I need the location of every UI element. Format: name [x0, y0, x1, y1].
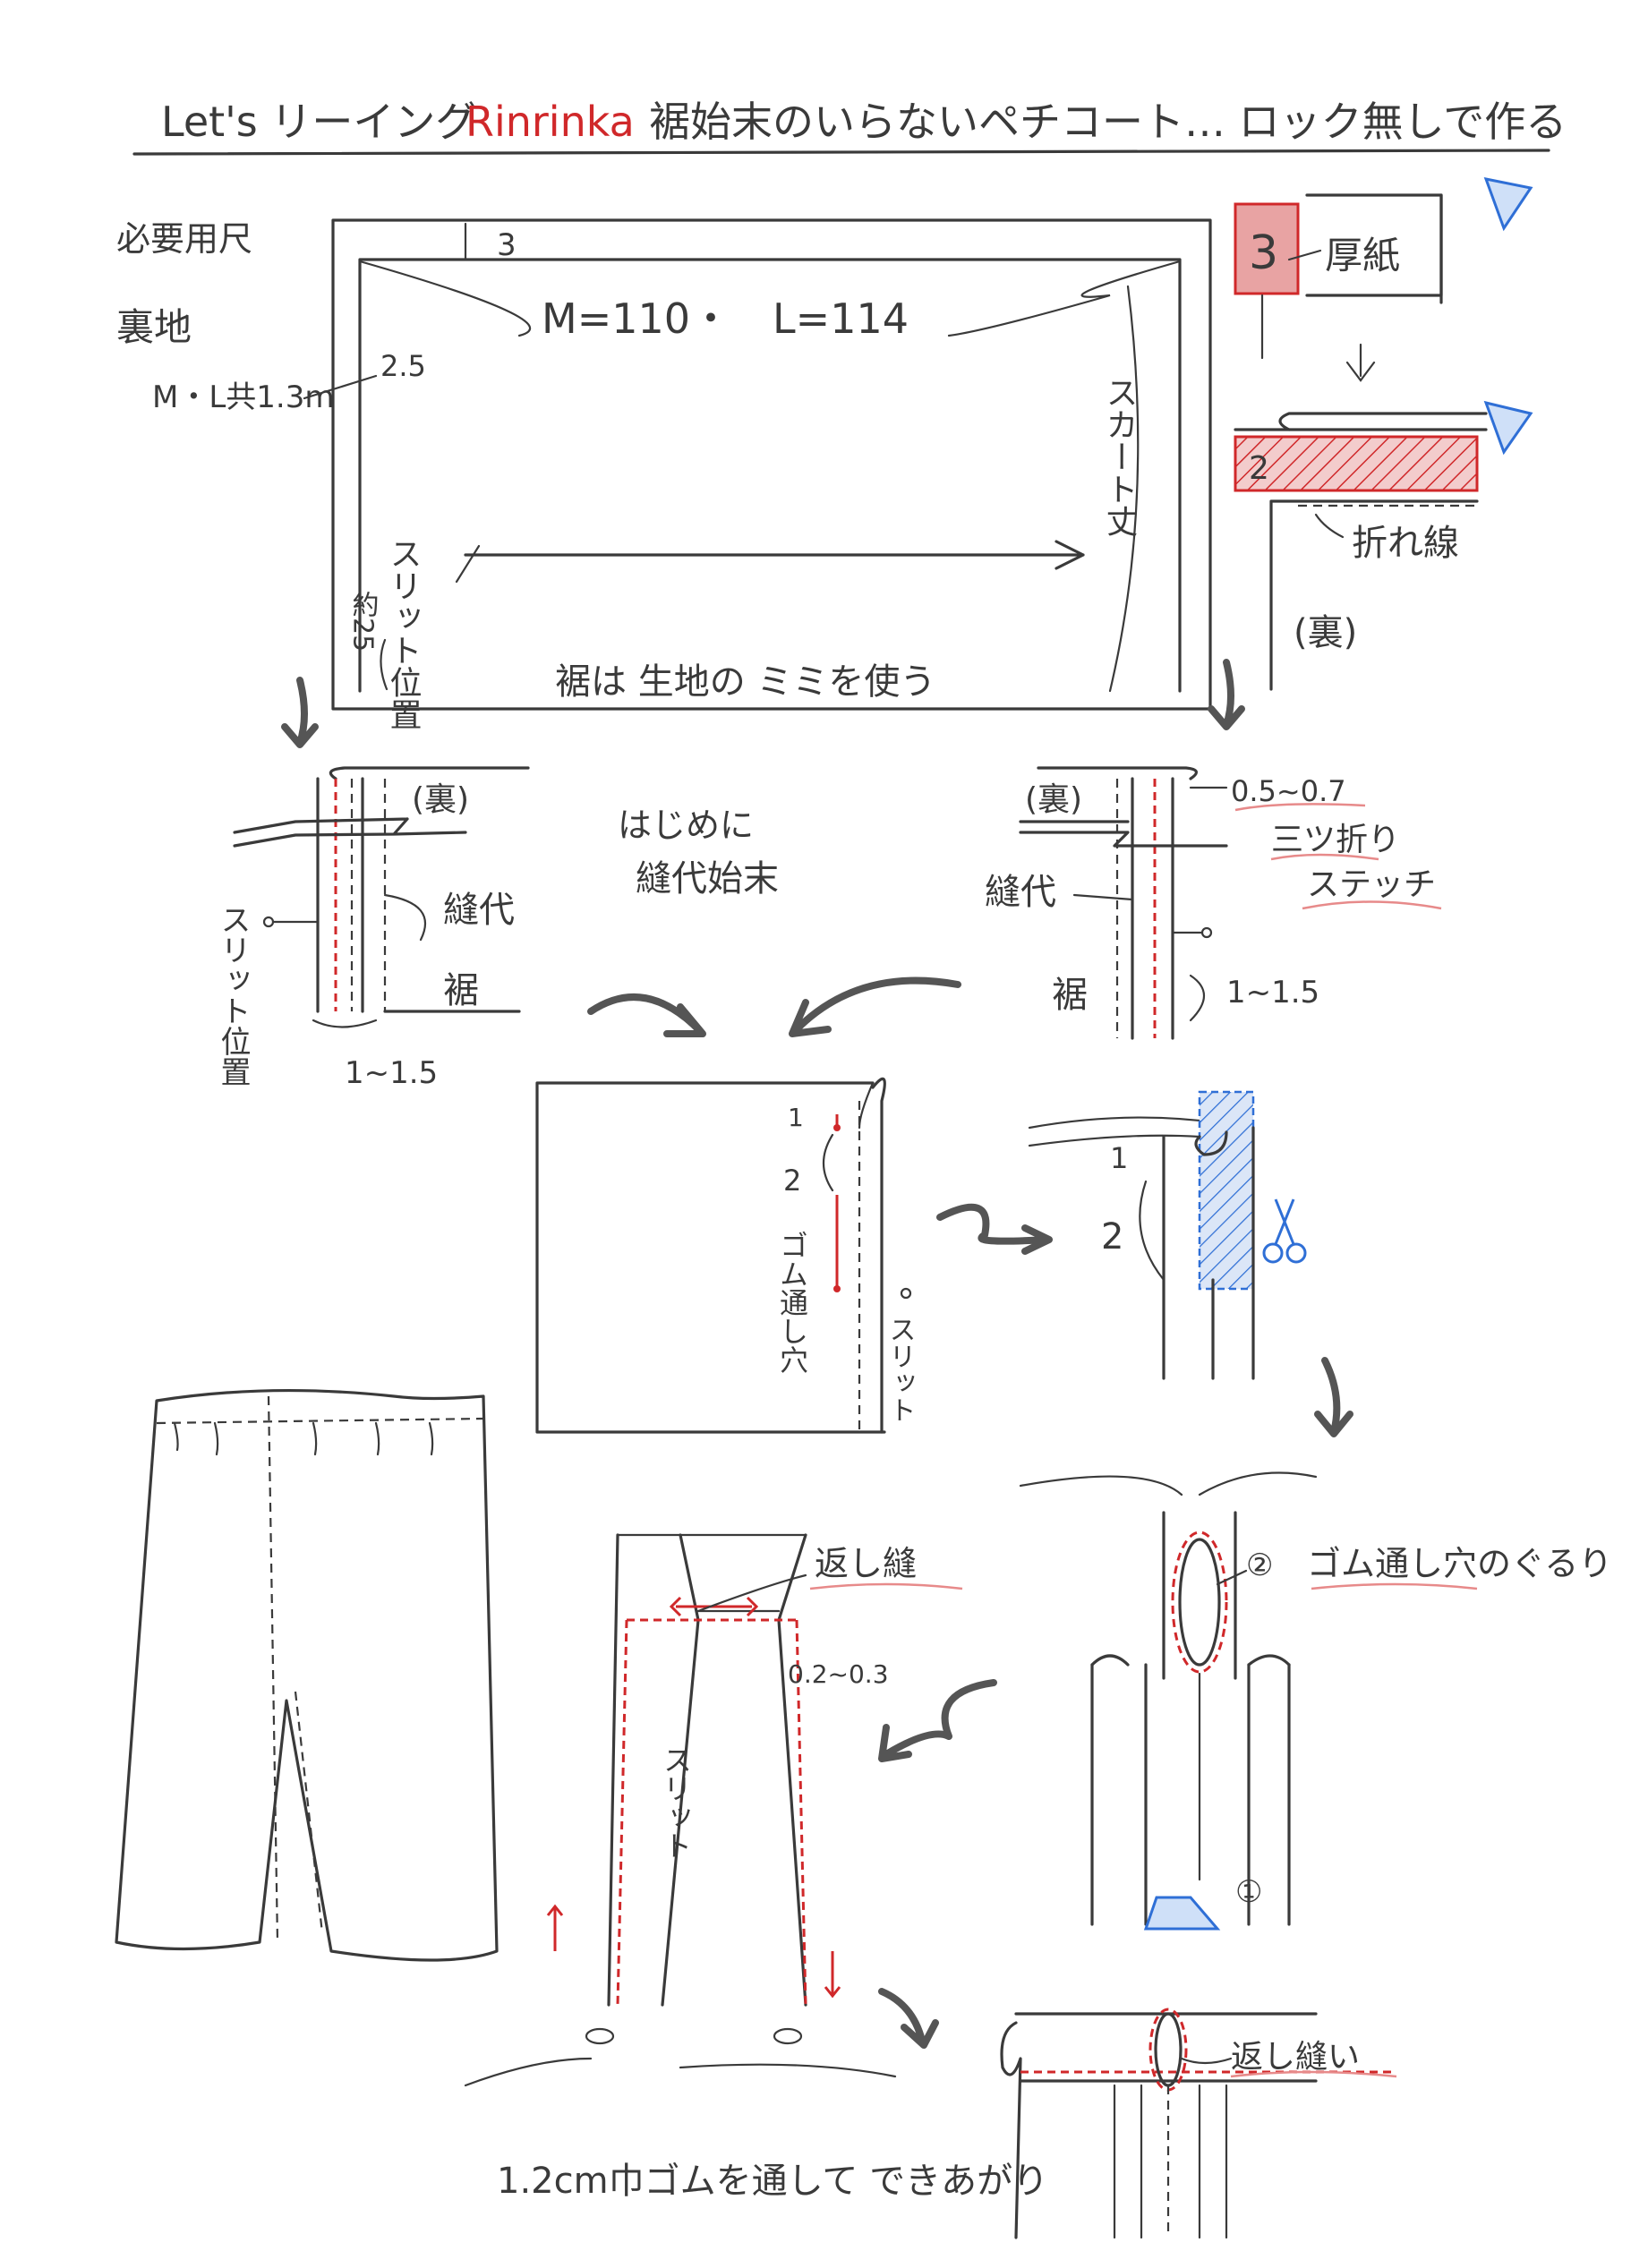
- center-note: はじめに 縫代始末: [587, 806, 961, 1037]
- cardboard-label: 厚紙: [1325, 234, 1400, 277]
- scissors-icon: [1262, 1198, 1307, 1264]
- panel-hem-note: 裾は 生地の ミミを使う: [555, 661, 935, 703]
- cut-detail: 1 2: [1028, 1090, 1353, 1437]
- title-rest: 裾始末のいらないペチコート… ロック無しで作る: [649, 98, 1567, 146]
- right-seam-detail: (裏) 0.5~0.7 三ツ折り ステッチ 縫代 裾 1~1.5: [985, 766, 1442, 1040]
- legs-slit: スリット: [659, 1745, 693, 1860]
- elastic-detail: ② ゴム通し穴のぐるり ①: [878, 1471, 1612, 1931]
- iron-icon-3: [1143, 1896, 1221, 1931]
- backstitch-arrow: [669, 1596, 759, 1617]
- cardboard-fold-line: 折れ線: [1352, 523, 1459, 564]
- cut-area: [1198, 1090, 1255, 1291]
- cut-n2: 2: [1101, 1216, 1123, 1258]
- cardboard-folded: [1234, 435, 1479, 492]
- materials-heading: 必要用尺: [116, 219, 252, 259]
- middle-elastic-hole: ゴム通し穴: [775, 1231, 809, 1374]
- legs-backstitch: 返し縫: [815, 1544, 917, 1583]
- left-seam-allowance: 縫代: [443, 890, 515, 931]
- panel-slit-measure: 約25: [347, 591, 379, 652]
- flow-arrow-left: [281, 677, 319, 748]
- right-seam-allowance: 縫代: [985, 872, 1056, 913]
- middle-slit: スリット: [884, 1316, 916, 1423]
- left-slit-position: スリット位置: [215, 904, 251, 1087]
- materials-fabric: 裏地: [116, 305, 192, 349]
- title-brand: Rinrinka: [465, 98, 635, 146]
- cardboard-number-bottom: 2: [1249, 450, 1269, 487]
- panel-inner: [358, 258, 1182, 693]
- panel-length-label: スカート丈: [1101, 376, 1138, 537]
- cardboard-detail: 3 厚紙 2 折れ線 (裏): [1234, 177, 1533, 691]
- right-measure: 1~1.5: [1226, 975, 1319, 1010]
- middle-n2: 2: [783, 1164, 801, 1198]
- center-note-line2: 縫代始末: [636, 858, 779, 900]
- materials: 必要用尺 裏地 M・L共1.3m: [116, 219, 378, 415]
- elastic-label: ゴム通し穴のぐるり: [1307, 1544, 1612, 1583]
- finished-garment: [115, 1388, 499, 1962]
- legs-measure: 0.2~0.3: [788, 1659, 889, 1689]
- cardboard-number-top: 3: [1249, 226, 1278, 280]
- panel-width-label: M=110・ L=114: [542, 294, 909, 343]
- flow-arrow-right: [1208, 659, 1245, 730]
- finish-note: 1.2cm巾ゴムを通して できあがり: [497, 2161, 1048, 2202]
- center-note-line1: はじめに: [618, 806, 754, 845]
- panel-top-margin: 3: [497, 227, 517, 263]
- elastic-marker2: ②: [1246, 1548, 1273, 1583]
- right-stitch: ステッチ: [1307, 866, 1436, 903]
- iron-icon-2: [1483, 400, 1533, 456]
- title: Let's リーイング Rinrinka 裾始末のいらないペチコート… ロック無…: [132, 98, 1567, 156]
- right-fold-width: 0.5~0.7: [1231, 774, 1346, 808]
- panel-slit-label: スリット位置: [385, 537, 422, 730]
- cardboard-pink-block: [1234, 202, 1300, 295]
- right-hem: 裾: [1052, 975, 1088, 1016]
- middle-panel: 1 2 ゴム通し穴 スリット: [535, 1077, 1053, 1434]
- left-measure: 1~1.5: [345, 1055, 438, 1091]
- cutting-panel: 3 M=110・ L=114 2.5 スリット位置 約25 スカート丈 裾は 生…: [331, 218, 1212, 730]
- left-seam-detail: (裏) 縫代 裾 スリット位置 1~1.5: [215, 766, 530, 1091]
- title-underline: [132, 149, 1550, 156]
- left-hem: 裾: [443, 970, 479, 1011]
- left-back: (裏): [412, 781, 469, 818]
- legs-detail: 返し縫 0.2~0.3 スリット: [464, 1533, 963, 2087]
- panel-width-arrow: [464, 540, 1085, 570]
- panel-side-margin: 2.5: [380, 349, 426, 383]
- elastic-marker1: ①: [1235, 1874, 1262, 1910]
- right-back: (裏): [1025, 781, 1082, 818]
- cardboard-back: (裏): [1294, 612, 1357, 653]
- title-prefix: Let's リーイング: [161, 98, 476, 146]
- bottom-detail: 返し縫い: [1000, 2008, 1397, 2239]
- bottom-backstitch: 返し縫い: [1231, 2039, 1360, 2076]
- iron-icon: [1483, 177, 1533, 232]
- middle-n1: 1: [788, 1103, 804, 1132]
- right-triple-fold: 三ツ折り: [1271, 822, 1400, 858]
- panel-outer: [331, 218, 1212, 711]
- cut-n1: 1: [1110, 1141, 1128, 1175]
